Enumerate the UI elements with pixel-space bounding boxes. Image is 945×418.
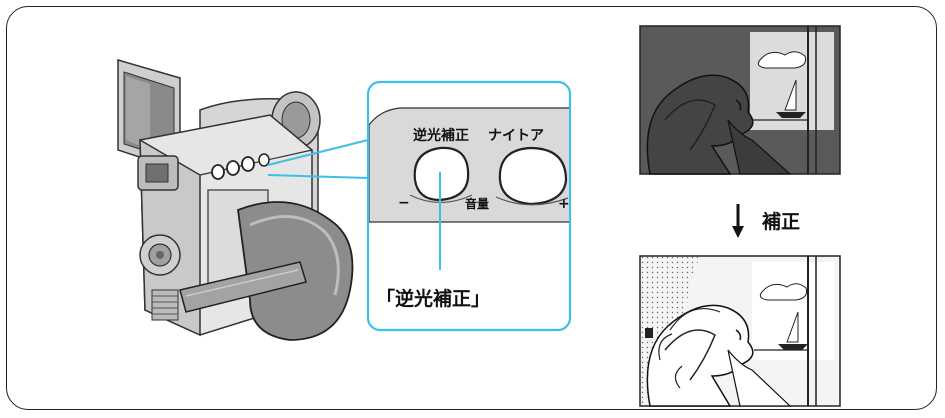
volume-label: 音量 <box>465 196 489 211</box>
callout-label: 「逆光補正」 <box>376 287 490 310</box>
after-scene-image <box>639 255 841 407</box>
correction-label: 補正 <box>761 210 800 233</box>
callout-lines <box>267 139 369 179</box>
correction-arrow <box>732 204 744 238</box>
before-scene-image <box>639 25 841 175</box>
night-button-label: ナイトア <box>488 128 544 144</box>
minus-label: − <box>398 195 410 211</box>
button-closeup-panel: 逆光補正 ナイトア − 音量 + 「逆光補正」 <box>366 80 572 332</box>
plus-label: + <box>558 196 570 212</box>
camcorder-illustration <box>117 59 354 341</box>
backlight-button-label: 逆光補正 <box>413 127 469 144</box>
